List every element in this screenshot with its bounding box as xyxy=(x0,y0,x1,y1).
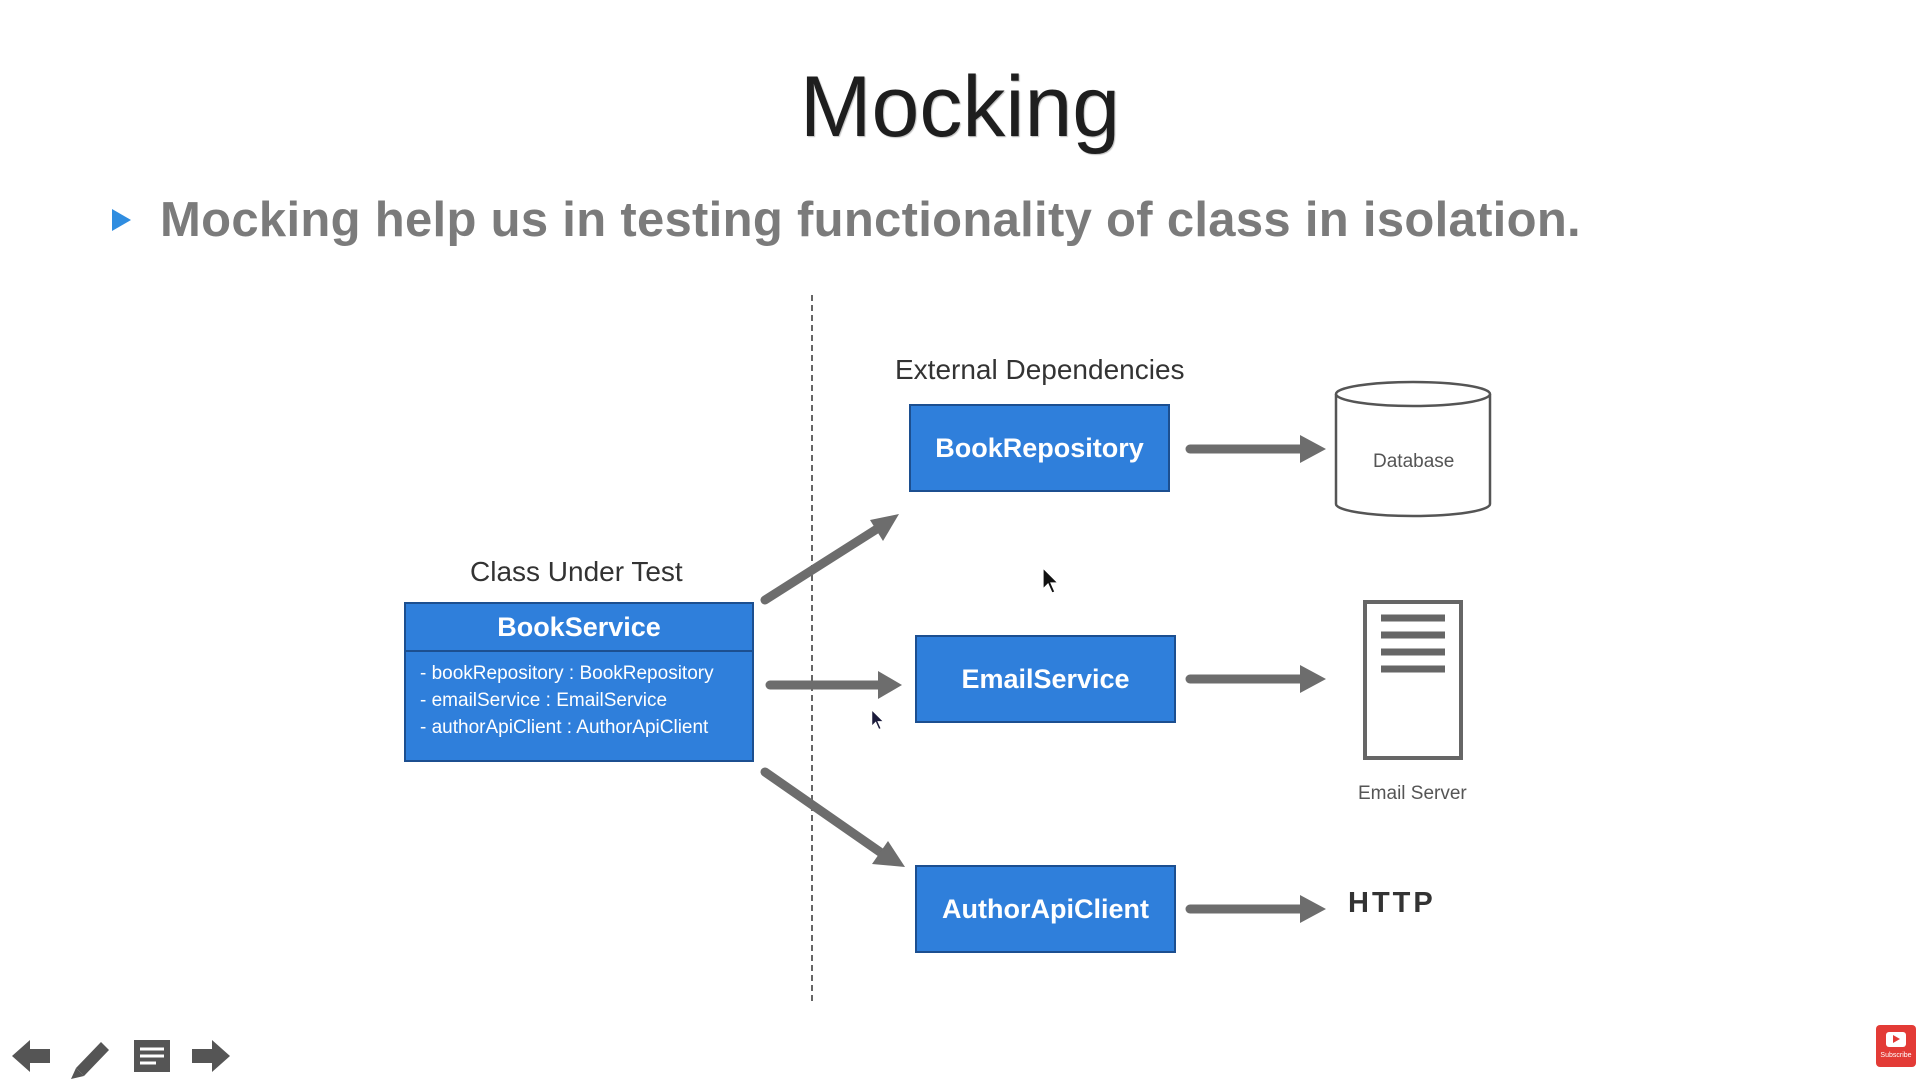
youtube-play-icon xyxy=(1886,1032,1906,1047)
arrow-to-author-api-client xyxy=(760,767,885,857)
external-dependencies-heading: External Dependencies xyxy=(895,354,1185,385)
previous-slide-button[interactable] xyxy=(10,1036,52,1080)
mouse-cursor-icon xyxy=(871,709,885,730)
slide-notes-button[interactable] xyxy=(132,1036,172,1080)
mouse-cursor-icon xyxy=(1042,567,1060,594)
pen-tool-button[interactable] xyxy=(68,1036,114,1080)
book-service-class-box: BookService - bookRepository : BookRepos… xyxy=(404,602,754,762)
class-name: BookService xyxy=(406,604,752,652)
book-repository-box: BookRepository xyxy=(909,404,1170,492)
arrowhead-icon xyxy=(1300,665,1326,693)
class-field: - emailService : EmailService xyxy=(420,690,668,711)
divider-line xyxy=(811,295,813,1001)
bullet-marker-icon xyxy=(112,209,131,231)
pencil-icon xyxy=(71,1042,109,1079)
arrowhead-icon xyxy=(1300,895,1326,923)
notes-icon xyxy=(134,1040,170,1072)
arrow-to-book-repository xyxy=(760,522,885,605)
arrowhead-icon xyxy=(872,841,905,867)
http-label: HTTP xyxy=(1348,887,1436,919)
next-slide-button[interactable] xyxy=(190,1036,232,1080)
class-under-test-heading: Class Under Test xyxy=(470,556,683,587)
class-field: - authorApiClient : AuthorApiClient xyxy=(420,717,709,738)
author-api-client-box: AuthorApiClient xyxy=(915,865,1176,953)
arrowhead-icon xyxy=(1300,435,1326,463)
class-fields: - bookRepository : BookRepository - emai… xyxy=(406,652,752,741)
database-label: Database xyxy=(1373,451,1455,472)
arrowhead-icon xyxy=(878,671,902,699)
email-server-label: Email Server xyxy=(1358,783,1467,804)
slide-title: Mocking xyxy=(799,59,1121,155)
class-field: - bookRepository : BookRepository xyxy=(420,663,714,684)
database-icon xyxy=(1334,380,1492,518)
arrowhead-icon xyxy=(870,514,899,541)
arrow-left-icon xyxy=(12,1040,50,1072)
subscribe-text: Subscribe xyxy=(1880,1052,1912,1059)
bullet-text: Mocking help us in testing functionality… xyxy=(160,193,1581,247)
arrow-right-icon xyxy=(192,1040,230,1072)
email-service-box: EmailService xyxy=(915,635,1176,723)
email-server-icon xyxy=(1363,600,1463,760)
subscribe-badge[interactable]: Subscribe xyxy=(1876,1025,1916,1067)
